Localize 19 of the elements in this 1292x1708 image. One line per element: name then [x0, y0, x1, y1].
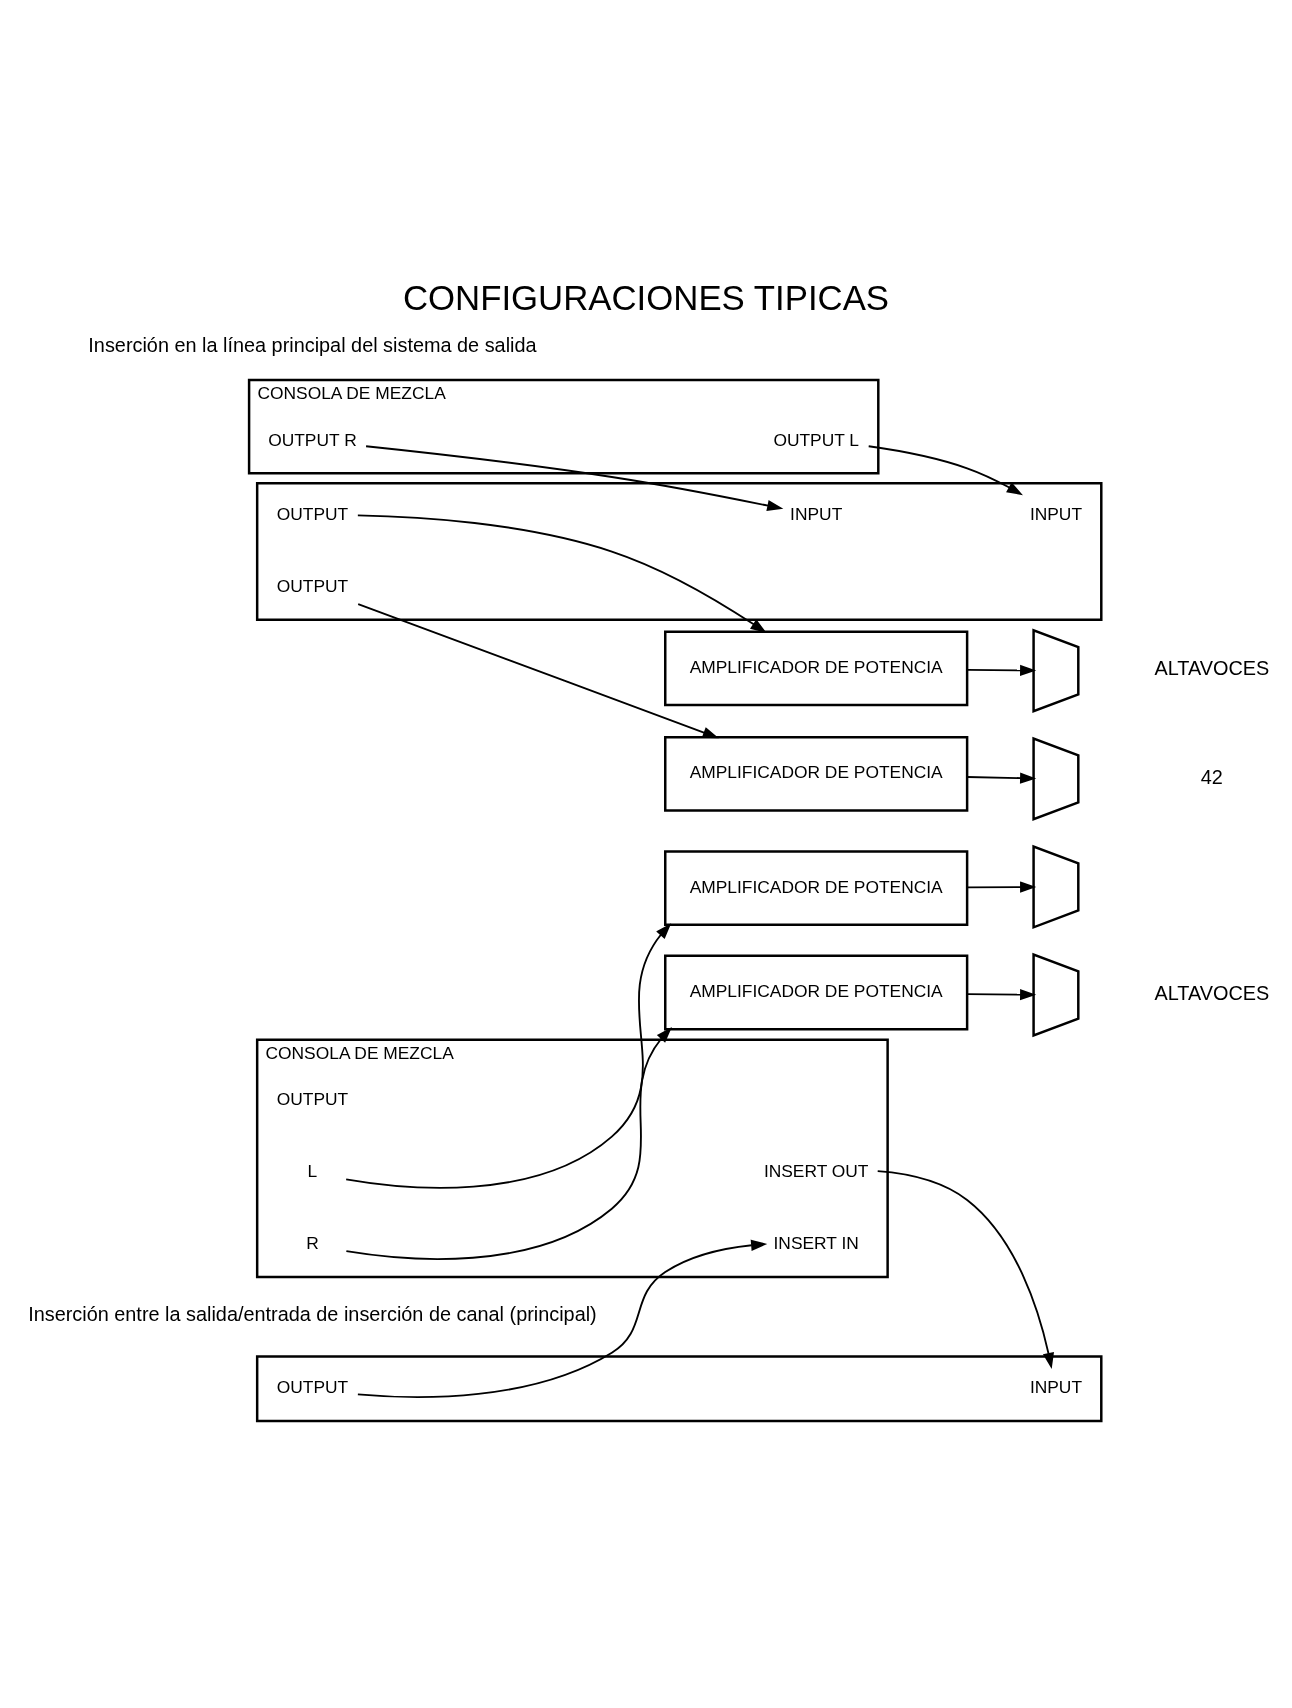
node-text: INSERT OUT — [763, 1161, 869, 1182]
node-text: R — [306, 1233, 319, 1254]
node-text: INSERT IN — [773, 1233, 859, 1254]
node-text: L — [307, 1161, 318, 1182]
label: Inserción en la línea principal del sistema de salida — [88, 334, 537, 357]
diagram-title: CONFIGURACIONES TIPICAS — [402, 278, 890, 317]
node-text: OUTPUT — [276, 576, 349, 597]
node-text: OUTPUT — [276, 1377, 349, 1398]
label: ALTAVOCES — [1154, 981, 1270, 1004]
node-text: OUTPUT L — [773, 429, 859, 450]
node-text: INPUT — [1029, 504, 1083, 525]
label: Inserción entre la salida/entrada de inserción de canal (principal) — [28, 1303, 597, 1326]
label: 42 — [1200, 765, 1223, 788]
node-text: OUTPUT — [276, 504, 349, 525]
node-text: OUTPUT R — [268, 429, 357, 450]
node-text: OUTPUT — [276, 1089, 349, 1110]
node-text: INPUT — [790, 504, 843, 525]
node-text: INPUT — [1029, 1377, 1083, 1398]
label: ALTAVOCES — [1154, 657, 1270, 680]
